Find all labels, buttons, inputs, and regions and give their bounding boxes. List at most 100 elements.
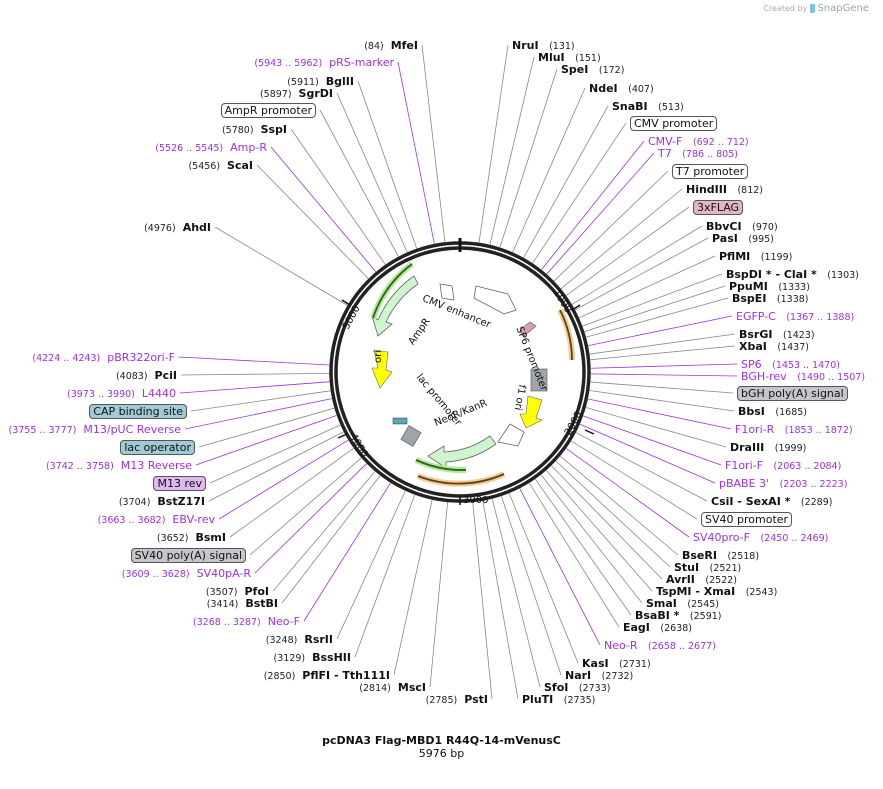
enzyme-site-label[interactable]: (84) MfeI (364, 39, 418, 53)
primer-label[interactable]: (3268 .. 3287) Neo-F (193, 615, 300, 629)
enzyme-site-label[interactable]: (5780) SspI (222, 123, 287, 137)
site-position: (84) (364, 41, 384, 52)
site-position: (4083) (115, 371, 148, 382)
enzyme-site-label[interactable]: SnaBI (513) (612, 100, 684, 114)
primer-name: SV40pA-R (196, 567, 251, 580)
sv40-polya-feature (400, 425, 422, 447)
enzyme-site-label[interactable]: XbaI (1437) (739, 340, 809, 354)
enzyme-name: PasI (712, 232, 738, 245)
enzyme-site-label[interactable]: BsaBI * (2591) (635, 609, 722, 623)
enzyme-site-label[interactable]: (3248) RsrII (266, 633, 333, 647)
site-position: (2785) (425, 695, 458, 706)
primer-label[interactable]: (5526 .. 5545) Amp-R (155, 141, 267, 155)
enzyme-site-label[interactable]: BspEI (1338) (732, 292, 809, 306)
enzyme-site-label[interactable]: NarI (2732) (565, 669, 633, 683)
enzyme-site-label[interactable]: HindIII (812) (686, 183, 763, 197)
enzyme-site-label[interactable]: (4976) AhdI (144, 221, 211, 235)
enzyme-site-label[interactable]: (2814) MscI (359, 681, 426, 695)
primer-name: pBR322ori-F (107, 351, 175, 364)
primer-label[interactable]: (3609 .. 3628) SV40pA-R (122, 567, 251, 581)
primer-label[interactable]: F1ori-F (2063 .. 2084) (725, 459, 841, 473)
enzyme-site-label[interactable]: BseRI (2518) (682, 549, 759, 563)
enzyme-site-label[interactable]: (5897) SgrDI (260, 87, 333, 101)
enzyme-site-label[interactable]: SfoI (2733) (544, 681, 610, 695)
3xflag-feature (519, 321, 537, 337)
primer-label[interactable]: (3663 .. 3682) EBV-rev (98, 513, 215, 527)
enzyme-site-label[interactable]: StuI (2521) (674, 561, 741, 575)
enzyme-site-label[interactable]: PasI (995) (712, 232, 774, 246)
enzyme-site-label[interactable]: (3652) BsmI (157, 531, 226, 545)
credit-prefix: Created by (763, 4, 808, 13)
enzyme-site-label[interactable]: SpeI (172) (561, 63, 624, 77)
enzyme-site-label[interactable]: (3129) BssHII (274, 651, 351, 665)
site-position: (1437) (777, 342, 809, 353)
feature-label[interactable]: CMV promoter (630, 116, 718, 131)
feature-label[interactable]: AmpR promoter (220, 103, 316, 118)
enzyme-site-label[interactable]: MluI (151) (538, 51, 601, 65)
primer-label[interactable]: SV40pro-F (2450 .. 2469) (693, 531, 828, 545)
primer-label[interactable]: EGFP-C (1367 .. 1388) (736, 310, 854, 324)
site-position: (5456) (188, 161, 221, 172)
enzyme-site-label[interactable]: (5911) BglII (287, 75, 354, 89)
enzyme-site-label[interactable]: (3414) BstBI (207, 597, 278, 611)
primer-label[interactable]: (3742 .. 3758) M13 Reverse (46, 459, 192, 473)
enzyme-name: AhdI (182, 221, 211, 234)
enzyme-site-label[interactable]: BbvCI (970) (706, 220, 778, 234)
enzyme-site-label[interactable]: SmaI (2545) (646, 597, 719, 611)
feature-label[interactable]: T7 promoter (672, 164, 749, 179)
enzyme-site-label[interactable]: (3507) PfoI (206, 585, 269, 599)
enzyme-site-label[interactable]: PluTI (2735) (522, 693, 595, 707)
primer-label[interactable]: pBABE 3' (2203 .. 2223) (719, 477, 847, 491)
enzyme-site-label[interactable]: NruI (131) (512, 39, 575, 53)
enzyme-site-label[interactable]: BbsI (1685) (738, 405, 807, 419)
primer-label[interactable]: F1ori-R (1853 .. 1872) (735, 423, 853, 437)
enzyme-site-label[interactable]: (3704) BstZ17I (119, 495, 205, 509)
enzyme-site-label[interactable]: KasI (2731) (582, 657, 651, 671)
enzyme-site-label[interactable]: TspMI - XmaI (2543) (656, 585, 777, 599)
primer-label[interactable]: (5943 .. 5962) pRS-marker (254, 56, 394, 70)
primer-label[interactable]: (4224 .. 4243) pBR322ori-F (32, 351, 175, 365)
enzyme-name: AvrII (666, 573, 695, 586)
enzyme-site-label[interactable]: (5456) ScaI (188, 159, 253, 173)
feature-label[interactable]: M13 rev (153, 476, 206, 491)
primer-label[interactable]: (3755 .. 3777) M13/pUC Reverse (9, 423, 181, 437)
primer-label[interactable]: Neo-R (2658 .. 2677) (604, 639, 716, 653)
feature-label[interactable]: SV40 promoter (701, 512, 793, 527)
svg-text:3000: 3000 (463, 495, 488, 506)
enzyme-name: NruI (512, 39, 539, 52)
site-position: (2522) (705, 575, 737, 586)
site-position: (1338) (776, 294, 809, 305)
feature-label[interactable]: bGH poly(A) signal (737, 386, 848, 401)
primer-name: F1ori-R (735, 423, 775, 436)
enzyme-site-label[interactable]: (2850) PflFI - Tth111I (264, 669, 390, 683)
feature-label[interactable]: lac operator (120, 440, 195, 455)
enzyme-site-label[interactable]: PflMI (1199) (719, 250, 792, 264)
primer-label[interactable]: BGH-rev (1490 .. 1507) (741, 370, 865, 384)
enzyme-site-label[interactable]: AvrII (2522) (666, 573, 737, 587)
feature-label[interactable]: SV40 poly(A) signal (130, 548, 246, 563)
enzyme-site-label[interactable]: CsiI - SexAI * (2289) (711, 495, 832, 509)
site-position: (2063 .. 2084) (773, 461, 842, 472)
enzyme-site-label[interactable]: BspDI * - ClaI * (1303) (726, 268, 859, 282)
primer-label[interactable]: SP6 (1453 .. 1470) (741, 358, 840, 372)
plasmid-name: pcDNA3 Flag-MBD1 R44Q-14-mVenusC (322, 734, 561, 747)
primer-label[interactable]: T7 (786 .. 805) (658, 147, 738, 161)
feature-label[interactable]: 3xFLAG (693, 200, 744, 215)
primer-label[interactable]: (3973 .. 3990) L4440 (67, 387, 176, 401)
lac-operator-feature (392, 417, 408, 425)
feature-arcs (370, 261, 575, 487)
enzyme-site-label[interactable]: PpuMI (1333) (729, 280, 810, 294)
site-position: (151) (575, 53, 601, 64)
enzyme-site-label[interactable]: DraIII (1999) (730, 441, 806, 455)
primer-name: Neo-F (267, 615, 300, 628)
enzyme-site-label[interactable]: (2785) PstI (426, 693, 488, 707)
enzyme-site-label[interactable]: EagI (2638) (623, 621, 692, 635)
enzyme-site-label[interactable]: (4083) PciI (116, 369, 177, 383)
feature-label[interactable]: CAP binding site (89, 404, 187, 419)
enzyme-site-label[interactable]: NdeI (407) (589, 82, 654, 96)
feature-name: CAP binding site (89, 404, 187, 419)
site-position: (970) (752, 222, 778, 233)
enzyme-site-label[interactable]: BsrGI (1423) (739, 328, 815, 342)
primer-label[interactable]: CMV-F (692 .. 712) (648, 135, 749, 149)
